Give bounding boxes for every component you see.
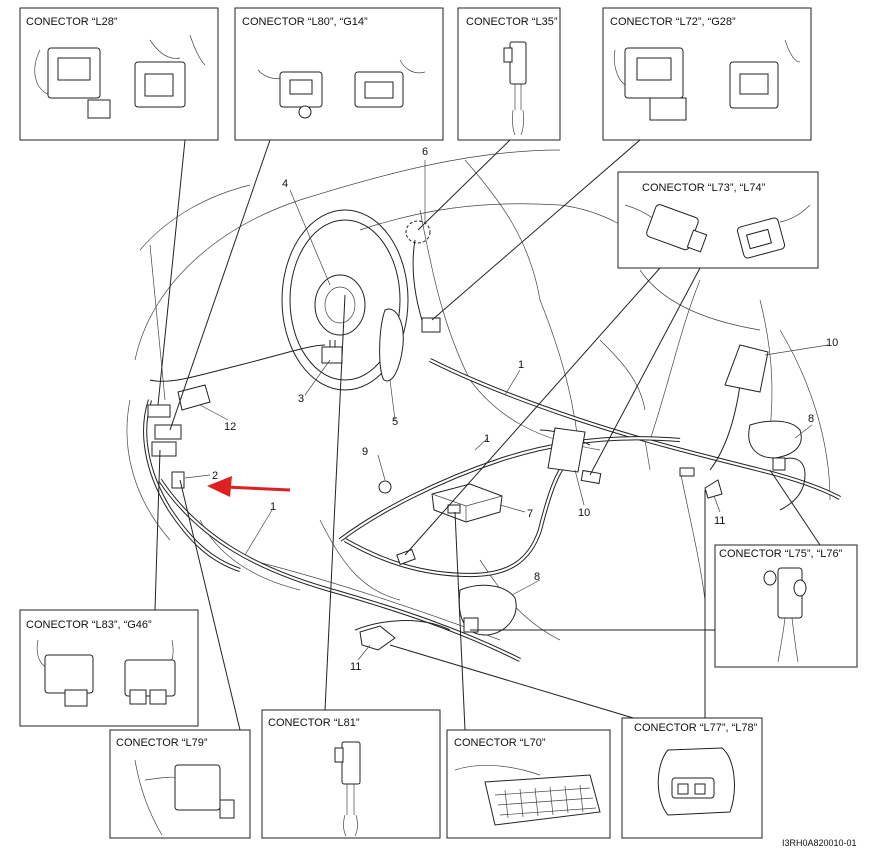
connector-label-l83-g46: CONECTOR “L83”, “G46” [26, 619, 152, 631]
connector-label-l35: CONECTOR “L35” [466, 16, 558, 28]
callout-10-center: 10 [578, 507, 590, 519]
callout-10-right: 10 [826, 337, 838, 349]
callout-9: 9 [362, 446, 368, 458]
connector-box-l35: CONECTOR “L35” [457, 7, 561, 141]
connector-box-l83-g46: CONECTOR “L83”, “G46” [19, 609, 199, 727]
leader-lines [154, 139, 829, 731]
part-11-left [359, 625, 396, 651]
callout-1-lower: 1 [270, 501, 276, 513]
figure-code: I3RH0A820010-01 [782, 838, 857, 848]
callout-5: 5 [392, 416, 398, 428]
steering-wheel [281, 209, 409, 391]
callout-11-left: 11 [350, 661, 361, 673]
callout-8-right: 8 [808, 413, 814, 425]
callout-7: 7 [527, 508, 533, 520]
connector-box-l77-l78: CONECTOR “L77”, “L78” [621, 717, 763, 839]
part-6 [405, 220, 431, 244]
callout-3: 3 [298, 393, 304, 405]
part-8-right [748, 420, 802, 459]
part-10-center [547, 427, 586, 473]
connector-label-l28: CONECTOR “L28” [26, 16, 118, 28]
part-7-sdm [431, 483, 503, 523]
connector-box-l70: CONECTOR “L70” [446, 729, 611, 839]
callout-8-left: 8 [534, 571, 540, 583]
callout-4: 4 [282, 178, 288, 190]
callout-1-upper: 1 [518, 359, 524, 371]
connector-box-l80-g14: CONECTOR “L80”, “G14” [234, 7, 444, 141]
connector-label-l80-g14: CONECTOR “L80”, “G14” [242, 16, 368, 28]
part-11-right [704, 479, 723, 499]
part-l80 [154, 424, 182, 440]
connector-box-l72-g28: CONECTOR “L72”, “G28” [602, 7, 812, 141]
connector-box-l81: CONECTOR “L81” [261, 709, 441, 839]
part-9 [378, 480, 392, 494]
connector-box-l73-l74: CONECTOR “L73”, “L74” [617, 171, 819, 269]
part-clip-mid [679, 467, 695, 477]
connector-label-l72-g28: CONECTOR “L72”, “G28” [610, 16, 736, 28]
connector-label-l70: CONECTOR “L70” [454, 737, 546, 749]
connector-box-l79: CONECTOR “L79” [109, 729, 251, 839]
connector-label-l75-l76: CONECTOR “L75”, “L76” [719, 548, 843, 560]
front-arrow [207, 476, 291, 497]
connector-label-l77-l78: CONECTOR “L77”, “L78” [634, 722, 758, 734]
callout-1-middle: 1 [484, 433, 490, 445]
connector-label-l81: CONECTOR “L81” [268, 717, 360, 729]
part-l28 [147, 404, 171, 418]
callout-11-right: 11 [714, 515, 725, 527]
connector-box-l28: CONECTOR “L28” [19, 7, 219, 141]
callout-6: 6 [422, 146, 428, 158]
connector-box-l75-l76: CONECTOR “L75”, “L76” [714, 544, 858, 668]
part-l73 [396, 548, 416, 566]
connector-label-l73-l74: CONECTOR “L73”, “L74” [642, 182, 766, 194]
main-harness [143, 239, 841, 662]
part-2 [171, 471, 185, 489]
part-l72 [421, 317, 441, 333]
callout-2: 2 [212, 470, 218, 482]
callout-12: 12 [224, 421, 236, 433]
part-l83 [151, 441, 177, 457]
part-12 [177, 384, 211, 411]
connector-label-l79: CONECTOR “L79” [116, 737, 208, 749]
callout-numbers: 4 6 3 5 12 2 1 1 1 9 7 10 10 8 8 11 11 [212, 146, 838, 673]
part-10-right [724, 344, 769, 393]
